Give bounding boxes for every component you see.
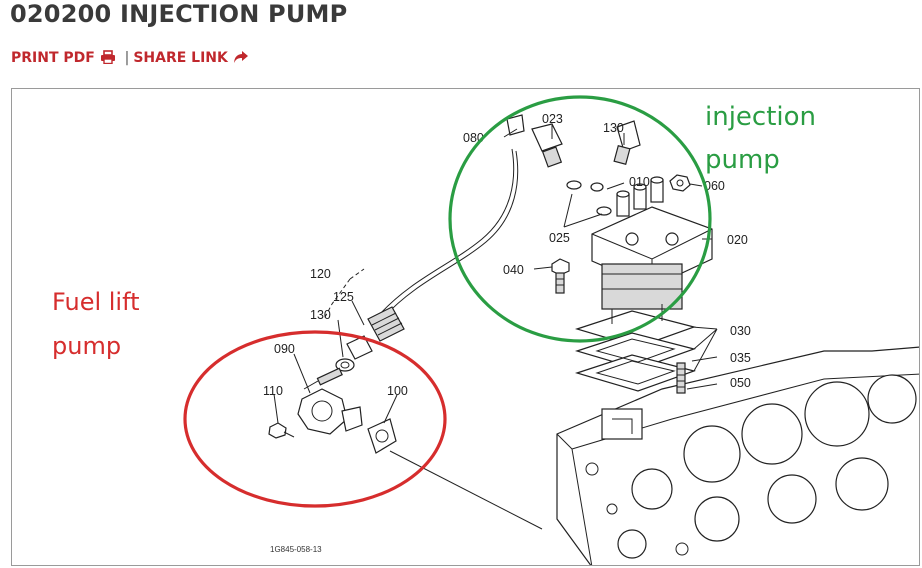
share-arrow-icon xyxy=(233,51,248,63)
printer-icon xyxy=(100,50,115,65)
part-label-050: 050 xyxy=(730,376,751,390)
fuel-pipe xyxy=(379,148,515,315)
filter-spring xyxy=(346,306,405,360)
fuel-lift-label-line1: Fuel lift xyxy=(52,288,140,316)
print-pdf-label: PRINT PDF xyxy=(11,50,95,66)
pump-bolt xyxy=(551,258,570,294)
part-label-060: 060 xyxy=(704,179,725,193)
injection-label-line2: pump xyxy=(705,145,780,175)
part-label-110: 110 xyxy=(263,384,283,398)
share-link-label: SHARE LINK xyxy=(133,50,228,66)
part-number-labels: 080 023 130 010 060 025 020 040 120 125 … xyxy=(263,112,751,554)
part-label-120: 120 xyxy=(310,267,331,281)
hose-joint xyxy=(335,358,355,372)
page-title: 020200 INJECTION PUMP xyxy=(10,0,348,28)
fuel-lift-pump-annotation: Fuel lift pump xyxy=(52,288,447,508)
part-label-125: 125 xyxy=(333,290,354,304)
injection-fittings xyxy=(506,114,641,216)
lift-pump-gasket xyxy=(367,418,543,530)
part-label-020: 020 xyxy=(727,233,748,247)
fuel-lift-pump xyxy=(297,367,363,435)
leader-lines xyxy=(273,125,718,424)
fuel-lift-pump-highlight xyxy=(183,330,447,508)
link-separator: | xyxy=(124,50,130,66)
part-label-025: 025 xyxy=(549,231,570,245)
part-label-040: 040 xyxy=(503,263,524,277)
fuel-lift-label-line2: pump xyxy=(52,332,121,360)
stud-bolt xyxy=(676,362,686,394)
parts-diagram-frame: 080 023 130 010 060 025 020 040 120 125 … xyxy=(11,88,920,566)
injection-pump-body xyxy=(591,176,713,324)
part-label-130-mid: 130 xyxy=(310,308,331,322)
parts-diagram: 080 023 130 010 060 025 020 040 120 125 … xyxy=(52,95,919,565)
part-label-100: 100 xyxy=(387,384,408,398)
part-label-035: 035 xyxy=(730,351,751,365)
engine-block xyxy=(556,346,919,565)
part-label-010: 010 xyxy=(629,175,650,189)
print-pdf-link[interactable]: PRINT PDF xyxy=(11,50,121,66)
part-label-023: 023 xyxy=(542,112,563,126)
lift-pump-bolt xyxy=(268,422,295,439)
hex-nut xyxy=(669,174,691,192)
part-label-030: 030 xyxy=(730,324,751,338)
page-actions: PRINT PDF |SHARE LINK xyxy=(11,50,249,66)
part-label-090: 090 xyxy=(274,342,295,356)
injection-pump-highlight xyxy=(448,95,712,343)
injection-pump-annotation: injection pump xyxy=(448,95,816,343)
drawing-code: 1G845-058-13 xyxy=(270,545,322,554)
part-label-130-top: 130 xyxy=(603,121,624,135)
share-link[interactable]: SHARE LINK xyxy=(133,50,248,66)
injection-label-line1: injection xyxy=(705,102,816,132)
